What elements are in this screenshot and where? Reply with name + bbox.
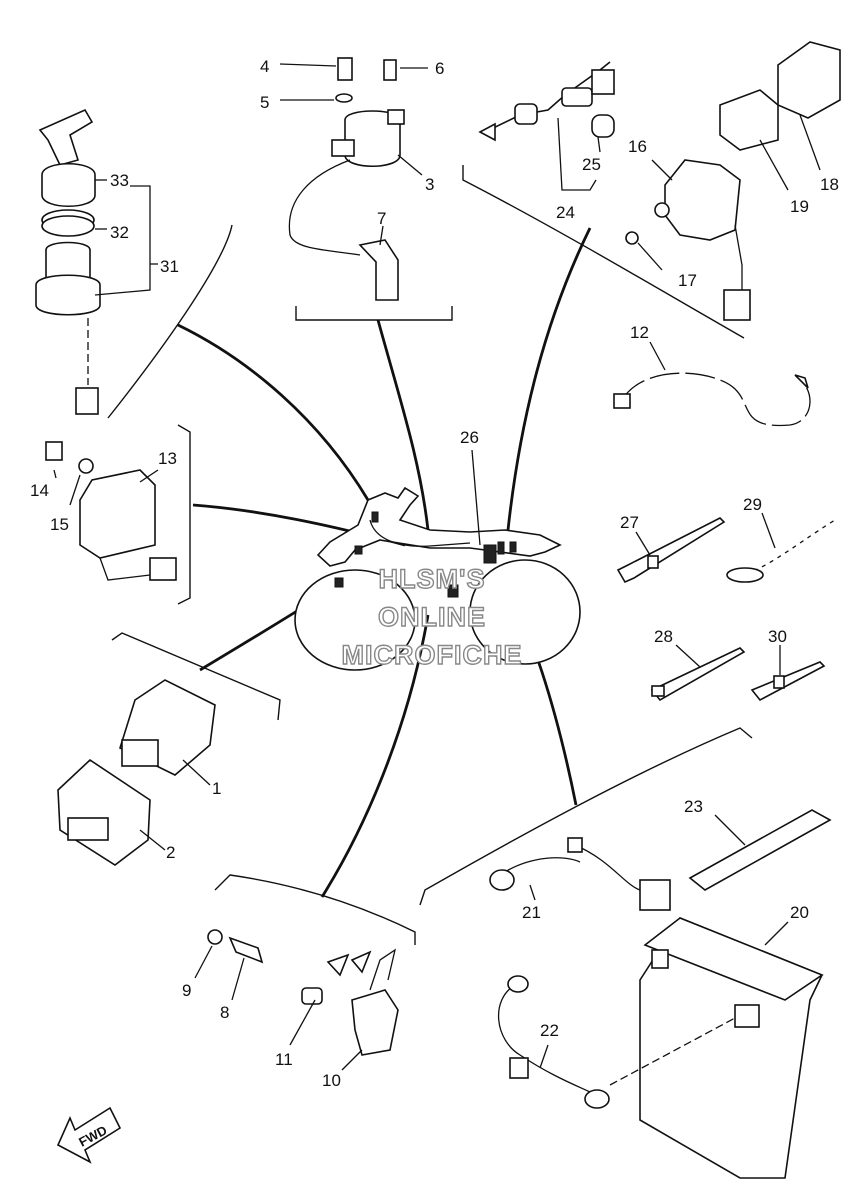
leader-15 bbox=[69, 474, 81, 506]
watermark-line-2: ONLINE bbox=[378, 602, 486, 632]
cdi-unit bbox=[57, 679, 216, 866]
callout-25: 25 bbox=[582, 155, 601, 174]
battery-assembly bbox=[489, 809, 832, 1179]
bracket-sensor-group bbox=[214, 874, 416, 945]
watermark-line-1: HLSM'S bbox=[379, 564, 486, 594]
wire-bands bbox=[616, 517, 836, 702]
callout-15: 15 bbox=[50, 515, 69, 534]
callout-6: 6 bbox=[435, 59, 444, 78]
callout-7: 7 bbox=[377, 209, 386, 228]
leader-16 bbox=[651, 159, 673, 181]
callout-8: 8 bbox=[220, 1003, 229, 1022]
callout-29: 29 bbox=[743, 495, 762, 514]
rectifier-regulator bbox=[45, 441, 177, 581]
callout-31: 31 bbox=[160, 257, 179, 276]
callout-27: 27 bbox=[620, 513, 639, 532]
bracket-relay-group bbox=[462, 165, 745, 339]
sensor-assembly bbox=[207, 929, 399, 1056]
fwd-arrow: FWD bbox=[56, 1106, 122, 1164]
leader-11 bbox=[289, 999, 316, 1046]
leader-27 bbox=[635, 531, 651, 556]
watermark-line-3: MICROFICHE bbox=[342, 640, 523, 670]
callout-30: 30 bbox=[768, 627, 787, 646]
leader-3 bbox=[397, 154, 423, 176]
leader-19 bbox=[759, 139, 789, 191]
callout-16: 16 bbox=[628, 137, 647, 156]
leader-23 bbox=[714, 814, 746, 846]
callout-2: 2 bbox=[166, 843, 175, 862]
callout-14: 14 bbox=[30, 481, 49, 500]
leader-9 bbox=[194, 945, 213, 979]
vehicle-frame-silhouette bbox=[294, 486, 581, 671]
leader-2 bbox=[139, 829, 166, 851]
leader-22 bbox=[539, 1044, 549, 1069]
callout-9: 9 bbox=[182, 981, 191, 1000]
callout-3: 3 bbox=[425, 175, 434, 194]
leader-13 bbox=[139, 469, 159, 483]
callout-24: 24 bbox=[556, 203, 575, 222]
main-switch-assembly bbox=[35, 108, 101, 415]
starter-relay-assembly bbox=[478, 41, 841, 321]
callout-22: 22 bbox=[540, 1021, 559, 1040]
callout-numbers: 1 2 3 4 5 6 7 8 9 10 11 12 13 14 15 16 1… bbox=[30, 57, 839, 1090]
leader-10 bbox=[341, 1049, 363, 1071]
watermark: HLSM'S ONLINE MICROFICHE bbox=[341, 563, 523, 670]
leader-20 bbox=[764, 921, 789, 946]
leader-21 bbox=[529, 884, 536, 901]
callout-10: 10 bbox=[322, 1071, 341, 1090]
leader-26 bbox=[471, 449, 481, 546]
leader-25 bbox=[597, 136, 601, 153]
callout-23: 23 bbox=[684, 797, 703, 816]
callout-18: 18 bbox=[820, 175, 839, 194]
callout-28: 28 bbox=[654, 627, 673, 646]
bracket-ignition-coil-group bbox=[295, 306, 453, 321]
leader-28 bbox=[675, 644, 701, 668]
leader-17 bbox=[637, 242, 663, 271]
bracket-battery-group bbox=[419, 727, 753, 906]
callout-32: 32 bbox=[110, 223, 129, 242]
leader-12 bbox=[649, 341, 666, 371]
leader-24 bbox=[557, 117, 597, 191]
callout-26: 26 bbox=[460, 428, 479, 447]
callout-5: 5 bbox=[260, 93, 269, 112]
callout-21: 21 bbox=[522, 903, 541, 922]
leader-18 bbox=[799, 114, 821, 171]
leader-14 bbox=[53, 469, 57, 479]
callout-4: 4 bbox=[260, 57, 269, 76]
callout-19: 19 bbox=[790, 197, 809, 216]
wire-harness bbox=[613, 372, 811, 427]
callout-11: 11 bbox=[275, 1050, 293, 1069]
callout-12: 12 bbox=[630, 323, 649, 342]
callout-17: 17 bbox=[678, 271, 697, 290]
leader-31 bbox=[94, 185, 151, 296]
bracket-main-switch-group bbox=[107, 224, 233, 419]
ignition-coil-assembly bbox=[288, 57, 405, 301]
leader-4 bbox=[279, 63, 337, 67]
bracket-cdi-group bbox=[111, 632, 281, 721]
bracket-regulator-group bbox=[177, 424, 191, 605]
callout-20: 20 bbox=[790, 903, 809, 922]
leader-1 bbox=[182, 759, 211, 786]
callout-33: 33 bbox=[110, 171, 129, 190]
leader-8 bbox=[231, 957, 245, 1001]
callout-1: 1 bbox=[212, 779, 221, 798]
leader-7 bbox=[379, 225, 384, 246]
callout-13: 13 bbox=[158, 449, 177, 468]
leader-29 bbox=[761, 512, 776, 549]
